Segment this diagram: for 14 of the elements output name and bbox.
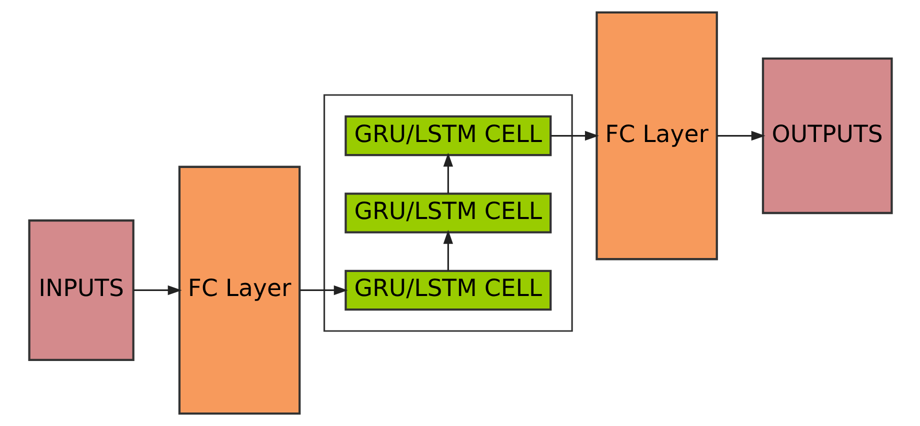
arrow	[716, 130, 765, 141]
arrow	[442, 230, 453, 271]
node-box: INPUTS	[28, 219, 134, 362]
arrow	[299, 285, 348, 296]
arrow	[133, 285, 182, 296]
node-box: GRU/LSTM CELL	[344, 192, 552, 234]
arrow	[442, 152, 453, 194]
cluster	[322, 94, 572, 332]
node-box: FC Layer	[178, 166, 300, 415]
node-box: OUTPUTS	[761, 57, 892, 214]
node-box: GRU/LSTM CELL	[344, 115, 552, 156]
arrow	[550, 130, 598, 141]
node-box: FC Layer	[595, 11, 718, 260]
node-box: GRU/LSTM CELL	[344, 270, 552, 311]
